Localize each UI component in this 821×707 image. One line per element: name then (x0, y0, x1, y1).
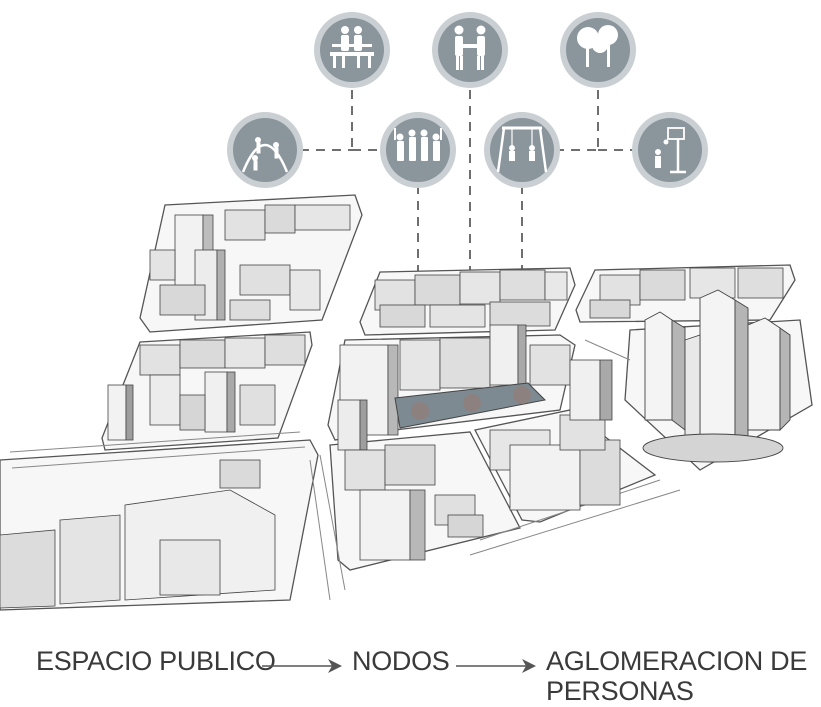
buildings-south-center (344, 444, 484, 561)
flow-step-aglomeracion: AGLOMERACION DE (546, 646, 808, 676)
trees-icon (577, 25, 618, 67)
towers-east (642, 289, 791, 463)
street-markings (9, 339, 681, 601)
buildings-center (337, 324, 571, 451)
crowd-icon (394, 128, 442, 161)
icon-handshake (432, 12, 508, 88)
buildings-south-east (489, 359, 621, 511)
basketball-icon (655, 127, 686, 174)
icon-playground-arc (227, 112, 303, 188)
connector-lines (300, 90, 640, 290)
playground-arc-icon (241, 137, 289, 173)
buildings-west (107, 334, 306, 441)
buildings-northeast (589, 267, 784, 319)
buildings-northwest (149, 204, 351, 321)
icon-swings (484, 112, 560, 188)
flow-caption: ESPACIO PUBLICO NODOS AGLOMERACION DE PE… (0, 636, 821, 707)
flow-arrow-icon (456, 659, 536, 673)
flow-step-espacio-publico: ESPACIO PUBLICO (36, 646, 276, 676)
flow-step-personas: PERSONAS (546, 676, 694, 706)
icon-crowd (380, 112, 456, 188)
flow-step-nodos: NODOS (352, 646, 450, 676)
bench-people-icon (330, 26, 374, 68)
swings-icon (496, 126, 548, 173)
handshake-icon (454, 25, 486, 70)
buildings-southwest (0, 459, 276, 609)
icon-bench-people (314, 12, 390, 88)
urban-axonometric-diagram (0, 12, 813, 611)
buildings-north-center (374, 269, 568, 328)
icon-basketball (632, 112, 708, 188)
public-space-zone (394, 382, 547, 429)
icon-trees (560, 12, 636, 88)
flow-arrow-icon (262, 659, 342, 673)
